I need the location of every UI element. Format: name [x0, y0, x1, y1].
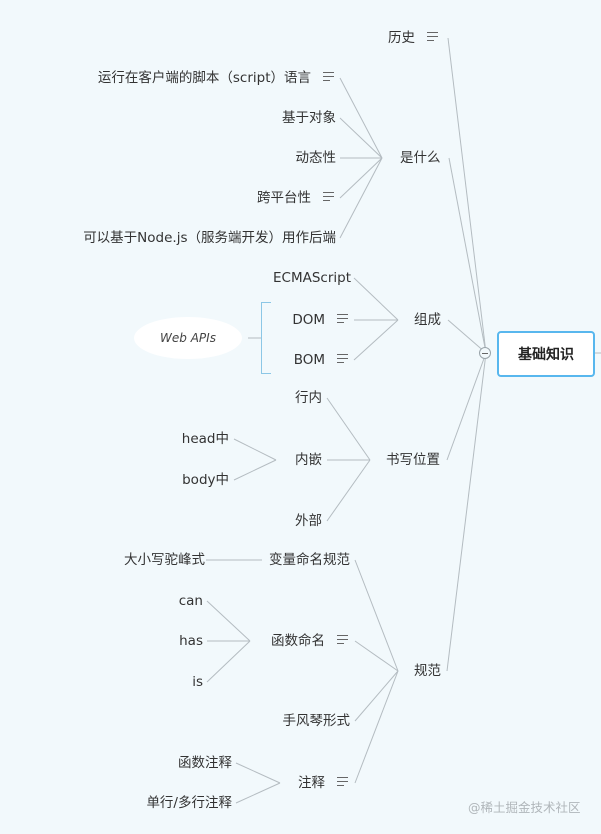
node-label: 跨平台性: [257, 190, 311, 206]
node-label: has: [179, 633, 203, 649]
node-label: DOM: [292, 312, 325, 328]
node-what-item[interactable]: 基于对象: [282, 109, 336, 127]
node-composition-item[interactable]: ECMAScript: [273, 269, 351, 287]
node-standards-item[interactable]: 手风琴形式: [283, 712, 351, 730]
node-standards-item[interactable]: 变量命名规范: [269, 551, 350, 569]
node-embedded-item[interactable]: head中: [182, 430, 229, 448]
note-icon[interactable]: [337, 634, 348, 644]
node-position-label: 书写位置: [386, 452, 440, 468]
node-label: 变量命名规范: [269, 552, 350, 568]
link-root-what: [448, 157, 487, 354]
node-comment-item[interactable]: 单行/多行注释: [146, 794, 232, 812]
node-what-item[interactable]: 运行在客户端的脚本（script）语言: [98, 69, 334, 87]
link-root-composition: [447, 319, 487, 354]
node-position[interactable]: 书写位置: [386, 451, 440, 469]
node-composition[interactable]: 组成: [414, 311, 441, 329]
group-summary-label: Web APIs: [160, 331, 216, 345]
note-icon[interactable]: [323, 71, 334, 81]
node-label: 大小写驼峰式: [124, 552, 205, 568]
node-label: 外部: [295, 513, 322, 529]
node-composition-item[interactable]: BOM: [294, 351, 348, 369]
node-standards[interactable]: 规范: [414, 662, 441, 680]
node-label: can: [178, 593, 203, 609]
note-icon[interactable]: [323, 191, 334, 201]
node-label: 动态性: [295, 150, 337, 166]
note-icon[interactable]: [337, 313, 348, 323]
link-root-history: [447, 37, 487, 354]
node-label: 可以基于Node.js（服务端开发）用作后端: [83, 230, 336, 246]
node-label: 注释: [298, 775, 325, 791]
node-label: ECMAScript: [273, 270, 351, 286]
node-standards-item[interactable]: 注释: [298, 774, 348, 792]
node-label: is: [192, 674, 203, 690]
node-embedded-item[interactable]: body中: [182, 471, 229, 489]
node-position-item[interactable]: 行内: [295, 389, 322, 407]
node-label: 手风琴形式: [282, 713, 351, 729]
node-what-label: 是什么: [400, 150, 441, 166]
collapse-toggle-icon[interactable]: [479, 347, 491, 359]
group-bracket: [261, 302, 271, 374]
root-node[interactable]: 基础知识: [497, 331, 595, 377]
node-position-item[interactable]: 外部: [295, 512, 322, 530]
note-icon[interactable]: [337, 776, 348, 786]
node-composition-item[interactable]: DOM: [292, 311, 348, 329]
node-history-label: 历史: [388, 30, 415, 46]
node-label: body中: [182, 472, 229, 488]
node-variable-item[interactable]: 大小写驼峰式: [124, 551, 205, 569]
root-node-label: 基础知识: [518, 347, 574, 363]
link-root-standards: [446, 352, 487, 672]
note-icon[interactable]: [427, 31, 438, 41]
node-label: 运行在客户端的脚本（script）语言: [97, 70, 311, 86]
node-history[interactable]: 历史: [388, 29, 438, 47]
node-composition-label: 组成: [414, 312, 441, 328]
note-icon[interactable]: [337, 353, 348, 363]
node-what-item[interactable]: 动态性: [296, 149, 337, 167]
node-what-item[interactable]: 可以基于Node.js（服务端开发）用作后端: [83, 229, 336, 247]
node-label: 内嵌: [295, 452, 322, 468]
group-summary-bubble[interactable]: Web APIs: [134, 317, 242, 359]
node-standards-item[interactable]: 函数命名: [271, 632, 348, 650]
node-label: 基于对象: [282, 110, 336, 126]
node-label: BOM: [293, 352, 325, 368]
node-label: head中: [181, 431, 229, 447]
watermark: @稀土掘金技术社区: [468, 800, 581, 815]
node-function-item[interactable]: has: [179, 632, 203, 650]
node-position-item[interactable]: 内嵌: [295, 451, 322, 469]
node-what[interactable]: 是什么: [400, 149, 441, 167]
link-root-position: [446, 352, 487, 461]
node-label: 函数注释: [178, 755, 232, 771]
node-what-item[interactable]: 跨平台性: [257, 189, 334, 207]
node-comment-item[interactable]: 函数注释: [178, 754, 232, 772]
node-standards-label: 规范: [414, 663, 441, 679]
node-label: 函数命名: [271, 633, 325, 649]
node-function-item[interactable]: is: [192, 673, 203, 691]
node-label: 行内: [295, 390, 322, 406]
node-label: 单行/多行注释: [146, 795, 232, 811]
node-function-item[interactable]: can: [179, 592, 203, 610]
